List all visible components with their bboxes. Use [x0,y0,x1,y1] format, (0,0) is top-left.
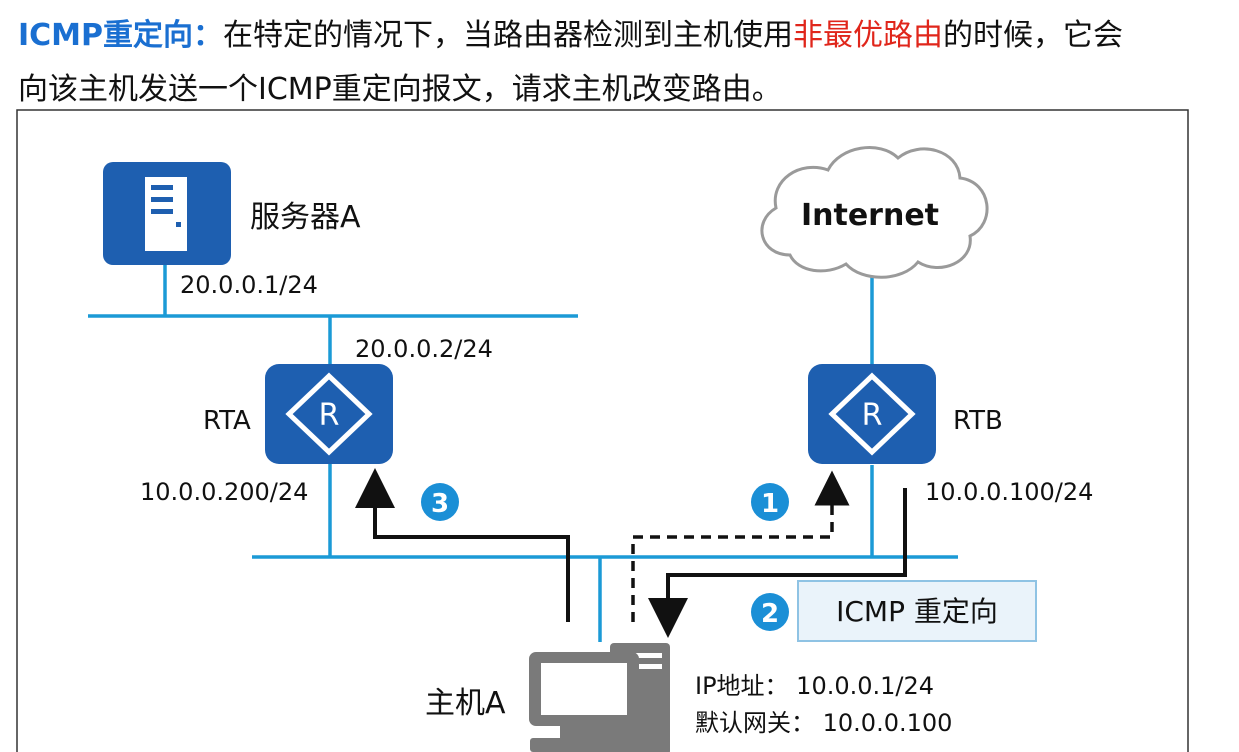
computer-icon [529,643,670,752]
header-keyword: ICMP重定向： [18,18,224,53]
header-text-after: 的时候，它会 [943,18,1124,53]
step-badge-3: 3 [421,483,459,521]
rtb-label: RTB [953,406,1003,436]
host-label: 主机A [425,686,506,721]
header-line-1: ICMP重定向：在特定的情况下，当路由器检测到主机使用非最优路由的时候，它会 [18,10,1123,54]
router-glyph-rtb: R [862,398,883,433]
router-icon-rtb: R [808,364,936,464]
redirect-message-label: ICMP 重定向 [836,595,998,628]
step-badge-1: 1 [751,483,789,521]
header-line-2: 向该主机发送一个ICMP重定向报文，请求主机改变路由。 [18,72,782,107]
redirect-message-box [797,580,1037,642]
host-ip-address: IP地址： 10.0.0.1/24 [695,672,934,700]
step-2-number: 2 [761,599,779,629]
header-highlight: 非最优路由 [793,18,944,53]
network-links [88,262,958,642]
internet-label: Internet [801,198,939,233]
arrow-step-1-dashed [631,470,850,622]
rta-label: RTA [203,406,251,436]
header-text-before: 在特定的情况下，当路由器检测到主机使用 [223,18,794,53]
rta-upper-ip: 20.0.0.2/24 [355,335,493,363]
router-glyph-rta: R [319,398,340,433]
server-ip: 20.0.0.1/24 [180,271,318,299]
diagram-frame [16,109,1189,752]
internet-cloud-icon [760,146,989,279]
step-badge-2: 2 [751,593,789,631]
step-3-number: 3 [431,489,449,519]
server-label: 服务器A [250,200,361,235]
rtb-ip: 10.0.0.100/24 [925,478,1093,506]
server-icon [103,162,231,265]
arrow-step-3 [355,468,570,622]
arrow-step-2 [648,488,907,638]
step-1-number: 1 [761,489,779,519]
router-icon-rta: R [265,364,393,464]
rta-lower-ip: 10.0.0.200/24 [140,478,308,506]
host-default-gateway: 默认网关： 10.0.0.100 [695,709,952,737]
